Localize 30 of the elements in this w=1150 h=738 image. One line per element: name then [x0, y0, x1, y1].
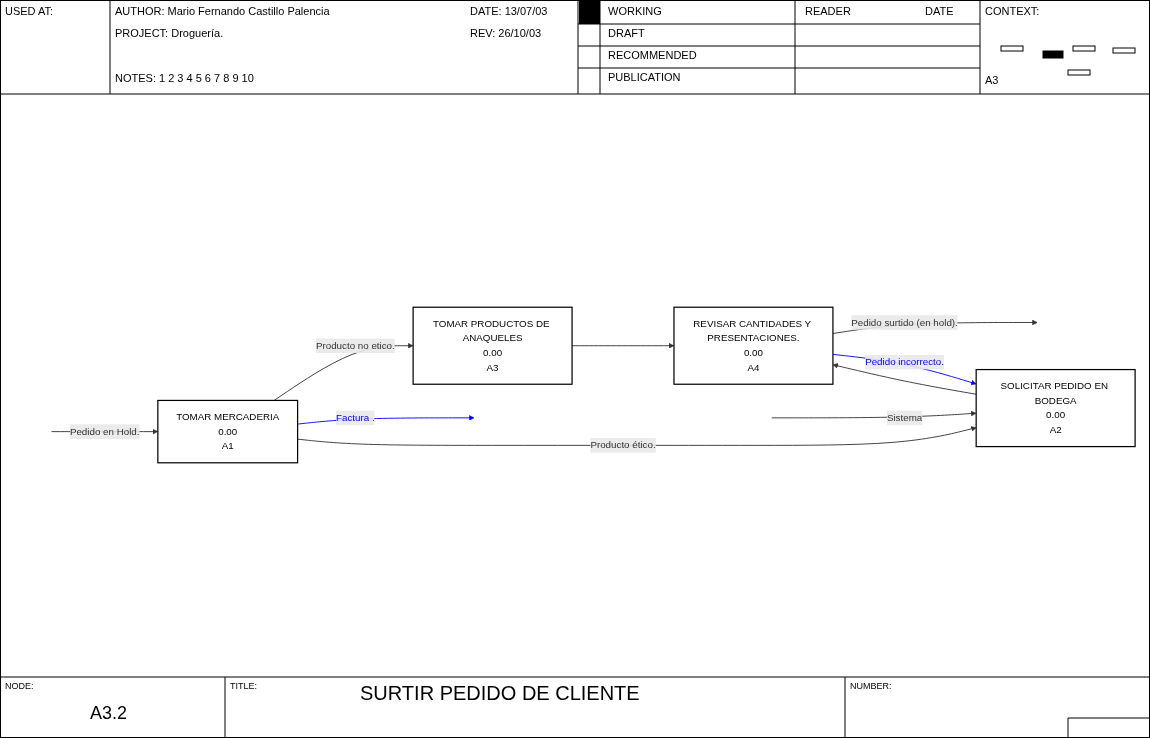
field-label: READER [805, 5, 851, 17]
status-label: DRAFT [608, 27, 645, 39]
edge-label: Pedido surtido (en hold). [851, 316, 958, 328]
field-label: NODE: [5, 681, 34, 691]
edge-label: Pedido en Hold. [69, 426, 140, 437]
date-text: DATE: 13/07/03 [470, 5, 548, 17]
node-number: A3.2 [90, 703, 128, 724]
project-text: PROJECT: Droguería. [115, 27, 224, 39]
field-label: CONTEXT: [985, 5, 1040, 17]
status-label: RECOMMENDED [608, 49, 697, 61]
field-label: NUMBER: [850, 681, 892, 691]
field-label: USED AT: [5, 5, 54, 17]
diagram-title: SURTIR PEDIDO DE CLIENTE [360, 682, 640, 705]
status-label: WORKING [608, 5, 662, 17]
context-text: A3 [985, 74, 999, 86]
node-box: TOMAR MERCADERIA 0.00 A1 [157, 399, 299, 464]
node-box: TOMAR PRODUCTOS DE ANAQUELES 0.00 A3 [412, 306, 573, 385]
edge-label: Producto ético. [590, 439, 656, 451]
node-box: REVISAR CANTIDADES Y PRESENTACIONES. 0.00 A4 [673, 306, 834, 385]
edge-label: Sistema [886, 412, 923, 423]
edge-label: Factura . [336, 412, 375, 423]
edge-label: Pedido incorrecto. [865, 356, 944, 368]
revision-text: REV: 26/10/03 [470, 27, 542, 39]
edge-label: Producto no etico. [315, 340, 395, 351]
node-box: SOLICITAR PEDIDO EN BODEGA 0.00 A2 [975, 368, 1136, 448]
status-label: PUBLICATION [608, 71, 681, 83]
field-label: DATE [925, 5, 954, 17]
field-label: TITLE: [230, 681, 257, 691]
author-text: AUTHOR: Mario Fernando Castillo Palencia [115, 5, 330, 17]
notes-text: NOTES: 1 2 3 4 5 6 7 8 9 10 [115, 72, 254, 84]
